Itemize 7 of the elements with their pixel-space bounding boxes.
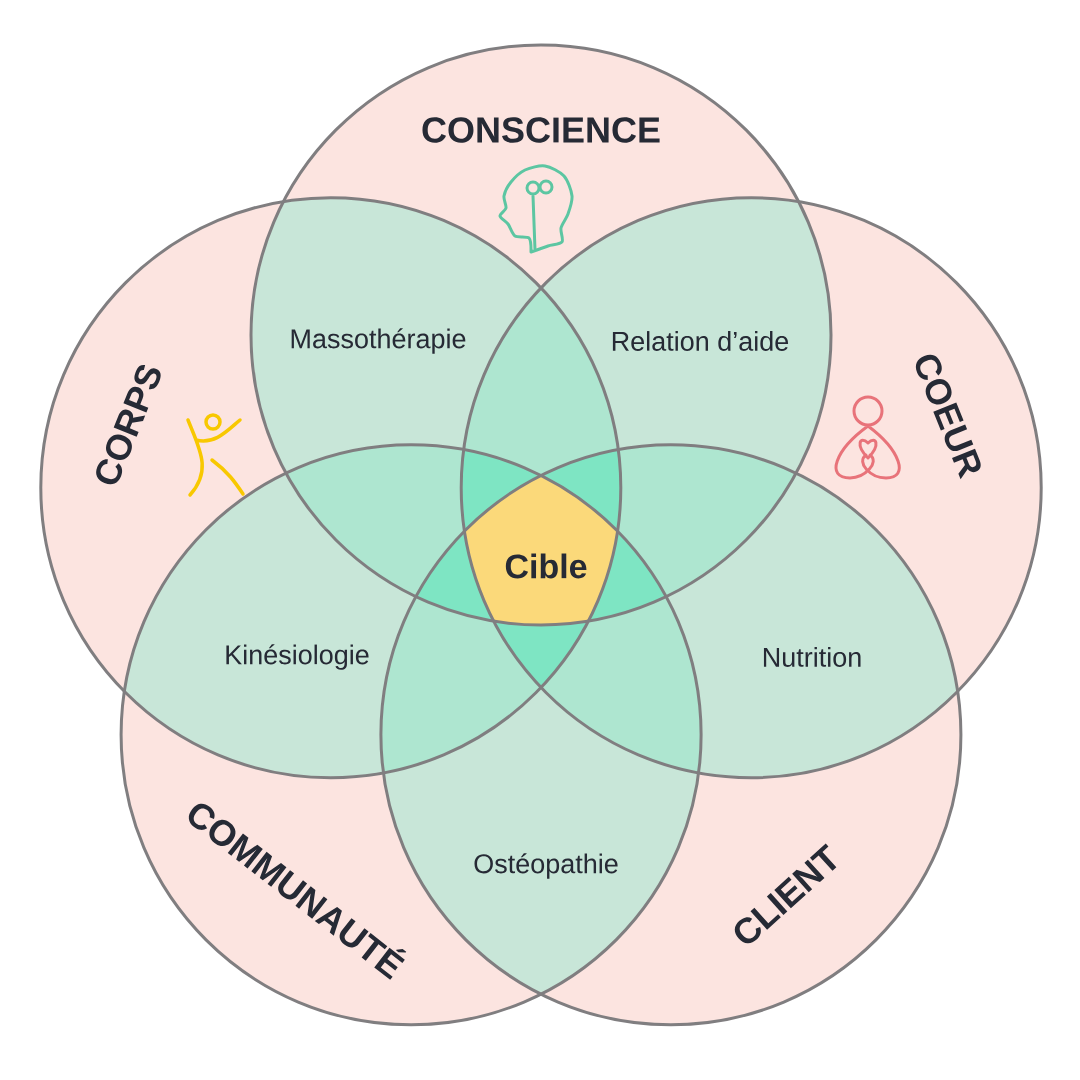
circle-title: CONSCIENCE	[422, 117, 660, 143]
region-label: Relation d’aide	[612, 331, 789, 351]
region-label: Kinésiologie	[226, 644, 369, 670]
target-label: Cible	[505, 553, 587, 579]
region-label: Massothérapie	[291, 328, 466, 354]
region-label: Ostéopathie	[474, 853, 618, 879]
region-label: Nutrition	[763, 647, 861, 667]
